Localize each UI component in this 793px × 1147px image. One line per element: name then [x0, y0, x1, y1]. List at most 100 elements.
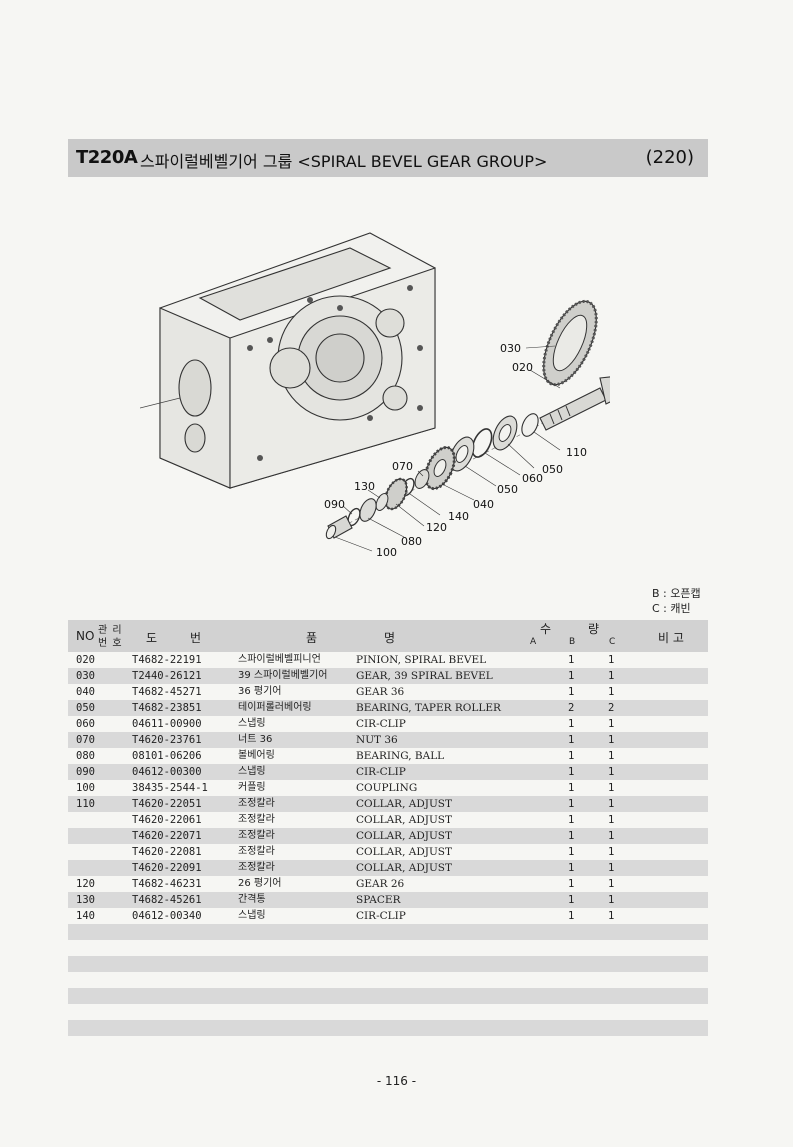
coupling-drawing	[325, 515, 353, 540]
qty-b: 1	[568, 830, 575, 842]
part-name-english: COLLAR, ADJUST	[356, 862, 453, 874]
part-name-korean: 스냅링	[238, 766, 266, 777]
legend-b: B : 오픈캡	[652, 587, 701, 600]
qty-c: 1	[608, 862, 615, 874]
part-number: T4620-22051	[132, 798, 202, 810]
callout-020: 020	[512, 361, 533, 374]
nut-drawing	[414, 469, 430, 489]
part-name-korean: 너트 36	[238, 734, 273, 745]
part-number: T4620-23761	[132, 734, 202, 746]
qty-c: 1	[608, 734, 615, 746]
collar-drawing	[521, 413, 539, 437]
blank-row	[68, 956, 708, 972]
qty-b: 1	[568, 910, 575, 922]
qty-c: 1	[608, 750, 615, 762]
qty-c: 1	[608, 718, 615, 730]
qty-c: 1	[608, 766, 615, 778]
part-name-korean: 26 평기어	[238, 878, 282, 889]
callout-130: 130	[354, 480, 375, 493]
row-number: 130	[76, 894, 95, 906]
qty-b: 1	[568, 734, 575, 746]
part-number: 04612-00300	[132, 766, 202, 778]
part-name-korean: 스파이럴베벨피니언	[238, 654, 321, 665]
qty-b: 1	[568, 686, 575, 698]
qty-c: 1	[608, 894, 615, 906]
header-qty-2: 량	[588, 622, 600, 636]
header-remarks: 비 고	[658, 631, 684, 645]
callout-040: 040	[473, 498, 494, 511]
spacer-drawing	[375, 493, 389, 511]
part-number: 08101-06206	[132, 750, 202, 762]
qty-b: 1	[568, 862, 575, 874]
legend-c: C : 캐빈	[652, 602, 691, 615]
pinion-shaft-drawing	[539, 376, 610, 431]
blank-row	[68, 1004, 708, 1020]
part-name-english: COLLAR, ADJUST	[356, 830, 453, 842]
part-name-korean: 스냅링	[238, 718, 266, 729]
qty-b: 1	[568, 718, 575, 730]
callout-110: 110	[566, 446, 587, 459]
qty-b: 1	[568, 782, 575, 794]
header-mgmt-top: 관 리	[98, 625, 123, 636]
part-name-english: NUT 36	[356, 734, 398, 746]
callout-050-b: 050	[497, 483, 518, 496]
part-name-english: COUPLING	[356, 782, 418, 794]
row-number: 120	[76, 878, 95, 890]
callout-070: 070	[392, 460, 413, 473]
row-number: 030	[76, 670, 95, 682]
part-name-english: CIR-CLIP	[356, 766, 406, 778]
callout-080: 080	[401, 535, 422, 548]
header-qty: 수	[540, 622, 552, 636]
qty-b: 1	[568, 670, 575, 682]
qty-b: 1	[568, 814, 575, 826]
part-name-english: GEAR 36	[356, 686, 405, 698]
group-title: 스파이럴베벨기어 그룹 <SPIRAL BEVEL GEAR GROUP>	[140, 152, 548, 171]
qty-c: 1	[608, 878, 615, 890]
part-number: T4620-22071	[132, 830, 202, 842]
part-name-korean: 커플링	[238, 782, 266, 793]
qty-b: 1	[568, 894, 575, 906]
header-name-en: 명	[384, 631, 396, 645]
qty-c: 1	[608, 782, 615, 794]
qty-c: 1	[608, 654, 615, 666]
row-number: 040	[76, 686, 95, 698]
row-number: 110	[76, 798, 95, 810]
part-name-korean: 39 스파이럴베벨기어	[238, 670, 328, 681]
title-bar: T220A 스파이럴베벨기어 그룹 <SPIRAL BEVEL GEAR GRO…	[68, 139, 708, 177]
part-name-korean: 볼베어링	[238, 750, 275, 761]
part-name-english: GEAR 26	[356, 878, 405, 890]
qty-c: 1	[608, 798, 615, 810]
header-number: 번	[190, 631, 202, 645]
blank-row	[68, 972, 708, 988]
part-number: 38435-2544-1	[132, 782, 208, 794]
blank-row	[68, 940, 708, 956]
qty-b: 1	[568, 846, 575, 858]
qty-c: 1	[608, 670, 615, 682]
part-name-english: CIR-CLIP	[356, 718, 406, 730]
part-name-english: SPACER	[356, 894, 401, 906]
header-name-kr: 품	[306, 631, 318, 645]
qty-b: 2	[568, 702, 575, 714]
table-header: NO 관 리 번 호 도 번 품 명 수 량 A B C 비 고	[68, 620, 708, 652]
part-number: T4620-22081	[132, 846, 202, 858]
qty-c: 1	[608, 830, 615, 842]
qty-c: 1	[608, 910, 615, 922]
qty-b: 1	[568, 878, 575, 890]
row-number: 090	[76, 766, 95, 778]
blank-row	[68, 1020, 708, 1036]
callout-100: 100	[376, 546, 397, 559]
part-number: T2440-26121	[132, 670, 202, 682]
